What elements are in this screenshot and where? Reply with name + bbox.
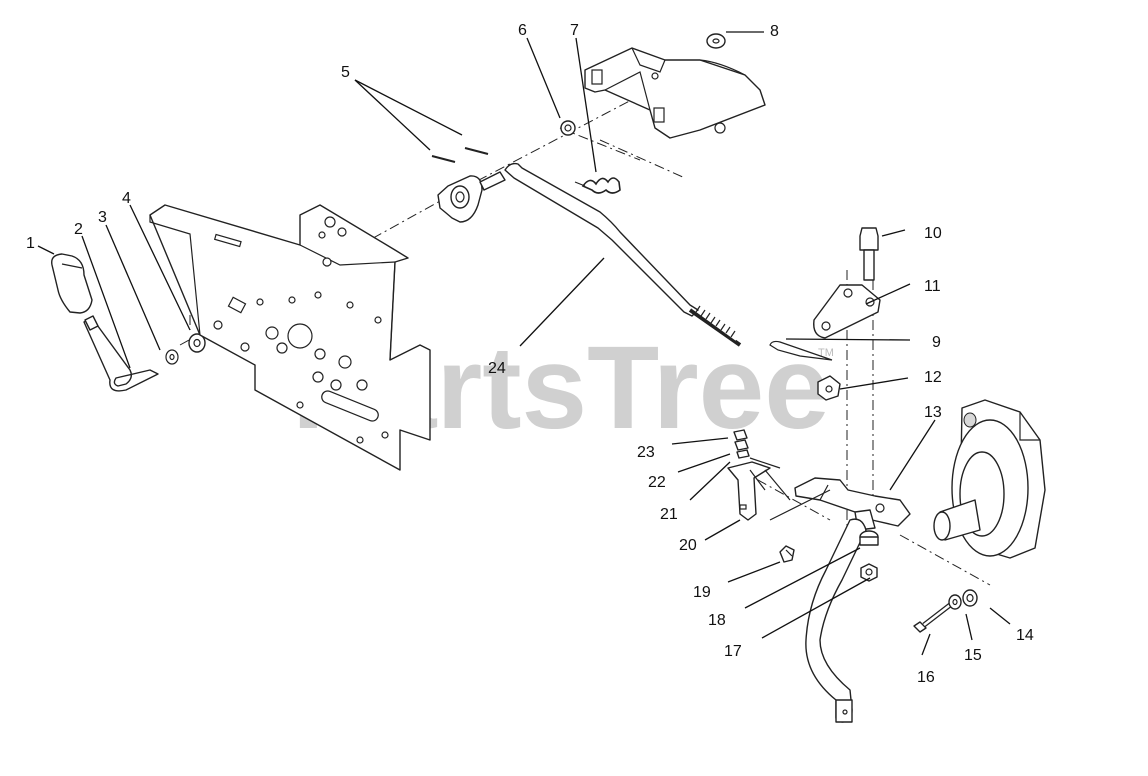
callout-5: 5: [341, 64, 350, 81]
callout-6: 6: [518, 22, 527, 39]
callout-16: 16: [917, 669, 935, 686]
callout-13: 13: [924, 404, 942, 421]
washers-left: [165, 333, 206, 365]
callout-3: 3: [98, 209, 107, 226]
callout-1: 1: [26, 235, 35, 252]
spring: [574, 177, 621, 194]
callout-14: 14: [1016, 627, 1034, 644]
washer-8: [706, 33, 726, 49]
callout-24: 24: [488, 360, 506, 377]
callout-10: 10: [924, 225, 942, 242]
callout-15: 15: [964, 647, 982, 664]
callout-8: 8: [770, 23, 779, 40]
leader-lines: [37, 31, 1011, 656]
watermark-trademark: TM: [818, 347, 834, 359]
bolt-10: [859, 227, 879, 281]
triangle-plate: [813, 284, 881, 339]
callout-4: 4: [122, 190, 131, 207]
pivot-hub: [437, 171, 506, 223]
frame-plate: [149, 204, 431, 471]
callout-23: 23: [637, 444, 655, 461]
hardware-19-23: [727, 429, 831, 563]
transaxle-pulley: [933, 399, 1046, 559]
hardware-17-18: [859, 530, 879, 582]
callout-7: 7: [570, 22, 579, 39]
callout-19: 19: [693, 584, 711, 601]
upper-bracket: [584, 47, 766, 139]
rod-thread: [695, 305, 736, 338]
callout-9: 9: [932, 334, 941, 351]
pedal-rod: [805, 518, 867, 723]
callout-2: 2: [74, 221, 83, 238]
callout-12: 12: [924, 369, 942, 386]
bushing: [560, 120, 576, 136]
callout-labels: 1 2 3 4 5 6 7 8 9 10 11 12 13 14 15 16 1…: [26, 22, 1034, 686]
hairpin-clip: [769, 340, 833, 361]
shift-rod: [504, 162, 742, 347]
callout-21: 21: [660, 506, 678, 523]
callout-20: 20: [679, 537, 697, 554]
callout-18: 18: [708, 612, 726, 629]
hardware-14-16: [913, 589, 978, 633]
callout-22: 22: [648, 474, 666, 491]
pins: [431, 147, 489, 163]
trunnion: [817, 375, 841, 401]
callout-17: 17: [724, 643, 742, 660]
shift-lever: [51, 253, 159, 392]
callout-11: 11: [924, 278, 941, 295]
